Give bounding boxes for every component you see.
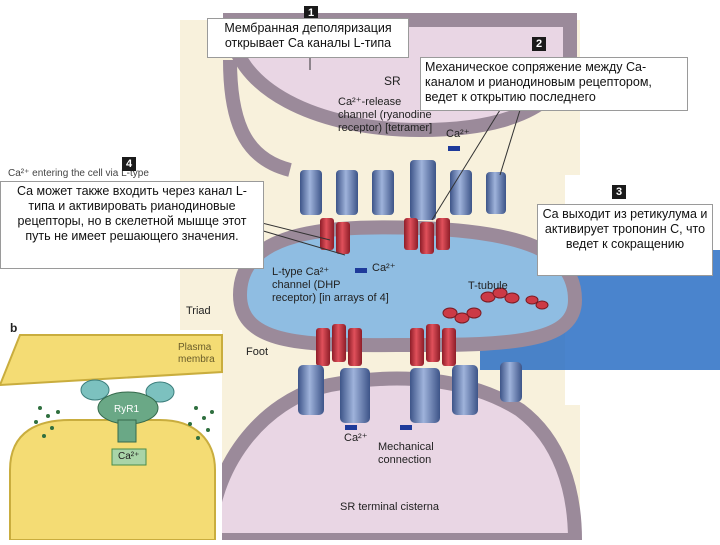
panel-b-ion-dots <box>34 406 214 440</box>
panel-b-receptor <box>80 379 175 443</box>
sr-label: SR <box>384 74 401 88</box>
ltype-channel <box>426 324 440 362</box>
mechanical-label-1: Mechanical <box>378 441 434 453</box>
ltype-channel <box>316 328 330 366</box>
panel-b-cell <box>9 419 216 541</box>
ryr-channel <box>298 365 324 415</box>
ltype-row-upper <box>320 218 450 254</box>
callout-3: Ca выходит из ретикулума и активирует тр… <box>537 204 713 276</box>
panel-b-letter: b <box>10 321 18 335</box>
ltype-channel <box>404 218 418 250</box>
ca-release-label-1: Ca²⁺-release <box>338 96 402 108</box>
ryr-channel <box>410 160 436 220</box>
ltype-label-3: receptor) [in arrays of 4] <box>272 292 389 304</box>
ltype-channel <box>442 328 456 366</box>
callout-4-number: 4 <box>122 157 136 171</box>
ryr-channel <box>372 170 394 215</box>
ca-top-label: Ca²⁺ <box>446 128 470 140</box>
callout-2: Механическое сопряжение между Ca-каналом… <box>420 57 688 111</box>
plasma-label-1: Plasma <box>178 342 212 353</box>
calcium-ions <box>345 146 460 430</box>
ryr-channel <box>336 170 358 215</box>
callout-2-number: 2 <box>532 37 546 51</box>
ryr-channel <box>340 368 370 423</box>
mechanical-label-2: connection <box>378 454 432 466</box>
ca-bottom-label: Ca²⁺ <box>344 432 368 444</box>
triad-label: Triad <box>186 305 211 317</box>
ryr-channel <box>300 170 322 215</box>
callout-3-text: Ca выходит из ретикулума и активирует тр… <box>542 207 708 251</box>
ryr-row-lower <box>298 362 522 423</box>
ryr-channel <box>450 170 472 215</box>
callout-2-text: Механическое сопряжение между Ca-каналом… <box>425 60 652 104</box>
plasma-label-2: membra <box>178 354 215 365</box>
ca-release-label-2: channel (ryanodine <box>338 109 432 121</box>
callout-3-number: 3 <box>612 185 626 199</box>
ltype-channel <box>332 324 346 362</box>
ca-mid-label: Ca²⁺ <box>372 262 396 274</box>
upper-sr-left-wall <box>223 59 292 177</box>
ryr-channel <box>500 362 522 402</box>
ltype-channel <box>420 222 434 254</box>
ryr-row-upper <box>300 160 506 220</box>
callout-4-text: Ca может также входить через канал L-тип… <box>17 184 247 243</box>
ltype-channel <box>348 328 362 366</box>
t-tubule-label: T-tubule <box>468 280 508 292</box>
callout-1-text: Мембранная деполяризация открывает Ca ка… <box>224 21 392 50</box>
red-clusters <box>442 287 549 324</box>
ryr-channel <box>452 365 478 415</box>
ryr-label: RyR1 <box>114 404 140 415</box>
hidden-ca-text: Ca²⁺ entering the cell via L-type <box>8 168 149 179</box>
ltype-row-lower <box>316 324 456 366</box>
ca-release-label-3: receptor) [tetramer] <box>338 122 433 134</box>
ca-b-label: Ca²⁺ <box>118 451 140 462</box>
ltype-channel <box>320 218 334 250</box>
ltype-label-1: L-type Ca²⁺ <box>272 266 330 278</box>
ltype-channel <box>336 222 350 254</box>
ltype-channel <box>436 218 450 250</box>
callout-1-number: 1 <box>304 6 318 20</box>
sr-terminal-label: SR terminal cisterna <box>340 501 440 513</box>
callout-4: Ca может также входить через канал L-тип… <box>0 181 264 269</box>
foot-label: Foot <box>246 346 269 358</box>
ltype-label-2: channel (DHP <box>272 279 341 291</box>
panel-b-ca-box <box>111 448 147 466</box>
ltype-channel <box>410 328 424 366</box>
panel-b-plasma-membrane <box>0 334 223 387</box>
callout-1: Мембранная деполяризация открывает Ca ка… <box>207 18 409 58</box>
ryr-channel <box>410 368 440 423</box>
ryr-channel <box>486 172 506 214</box>
